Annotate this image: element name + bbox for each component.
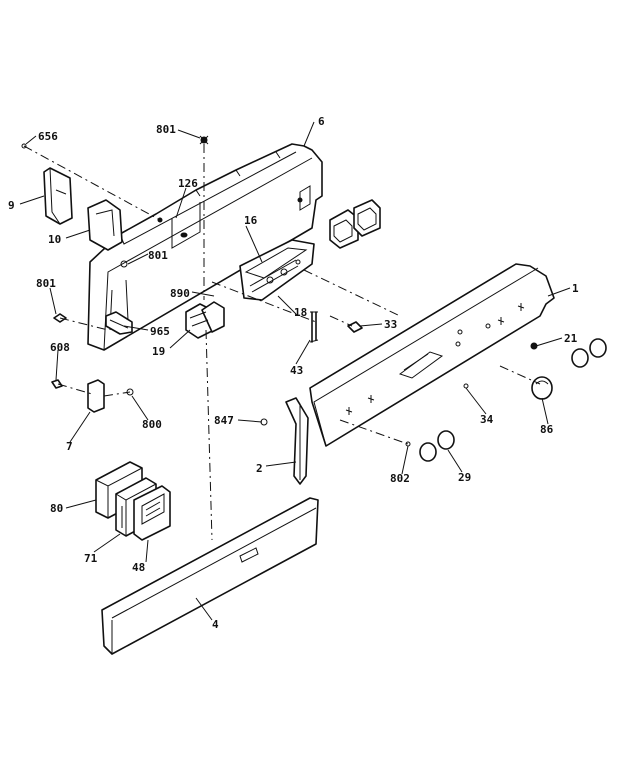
label-890: 890: [170, 287, 190, 300]
assembly-lines: [23, 144, 541, 541]
label-21: 21: [564, 332, 578, 345]
label-43: 43: [290, 364, 303, 377]
label-29: 29: [458, 471, 471, 484]
label-6: 6: [318, 115, 325, 128]
part-10-bracket: [87, 199, 123, 251]
label-10: 10: [48, 233, 61, 246]
label-7: 7: [66, 440, 73, 453]
label-965: 965: [150, 325, 170, 338]
label-126: 126: [178, 177, 198, 190]
label-802: 802: [390, 472, 410, 485]
label-1: 1: [572, 282, 579, 295]
label-801-left: 801: [36, 277, 56, 290]
label-9: 9: [8, 199, 15, 212]
label-80: 80: [50, 502, 63, 515]
part-48-switch: [133, 485, 171, 541]
label-800: 800: [142, 418, 162, 431]
part-9-bracket: [43, 167, 73, 225]
label-801-top: 801: [156, 123, 176, 136]
part-7-bracket: [87, 379, 105, 413]
knobs-86: [531, 338, 607, 400]
part-16-control-board: [239, 239, 315, 301]
label-48: 48: [132, 561, 145, 574]
label-34: 34: [480, 413, 494, 426]
label-847: 847: [214, 414, 234, 427]
knobs-29: [419, 430, 455, 462]
label-19: 19: [152, 345, 165, 358]
leader-lines: [19, 121, 571, 621]
infinite-switches: [329, 199, 381, 249]
label-4: 4: [212, 618, 219, 631]
part-19-switch: [185, 301, 225, 339]
label-656: 656: [38, 130, 58, 143]
label-801-mid: 801: [148, 249, 168, 262]
label-33: 33: [384, 318, 397, 331]
label-608: 608: [50, 341, 70, 354]
label-86: 86: [540, 423, 554, 436]
part-18-rod: [309, 311, 319, 343]
label-71: 71: [84, 552, 98, 565]
label-16: 16: [244, 214, 258, 227]
callout-labels: 656 801 6 126 9 10 16 801 801 890 18 1 9…: [8, 115, 579, 631]
part-4-bottom-trim: [101, 497, 319, 655]
part-2-bracket: [285, 397, 309, 485]
label-18: 18: [294, 306, 307, 319]
label-2: 2: [256, 462, 263, 475]
part-1-control-panel: [309, 263, 555, 447]
